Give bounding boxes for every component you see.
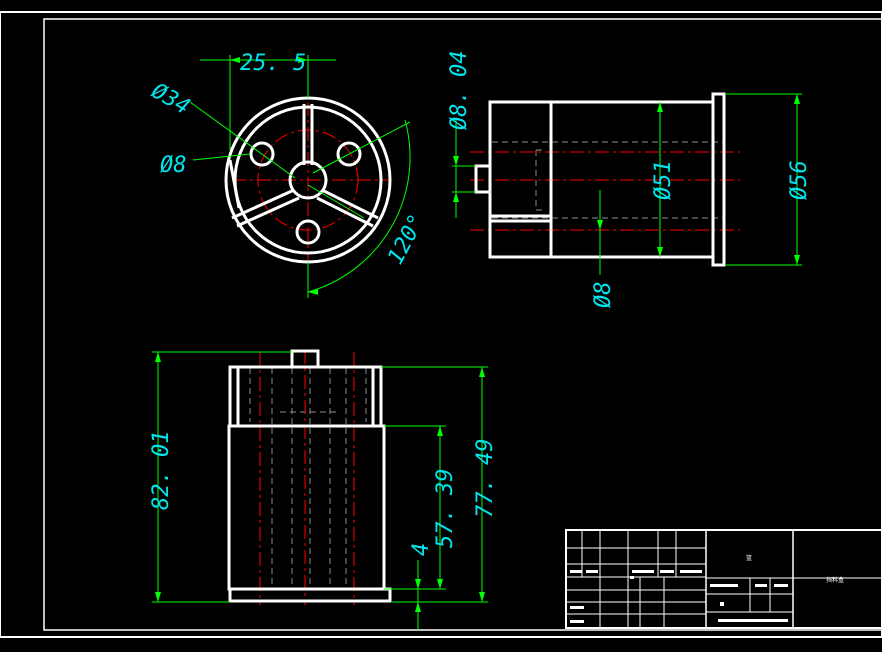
top-view-hole-diameter-dimension: Ø8 — [160, 153, 187, 178]
front-view: 82. 01 77. 49 57. 39 4 — [149, 349, 498, 630]
top-view: 25. 5 Ø34 Ø8 120° — [147, 51, 430, 298]
title-block: 篮 挡料盒 — [565, 529, 882, 629]
front-view-total-height-dimension: 82. 01 — [149, 431, 174, 510]
sheet-frame — [0, 11, 882, 638]
title-block-drawing-number: 挡料盒 — [826, 576, 844, 584]
front-view-base-thickness-dimension: 4 — [409, 543, 434, 556]
right-view-body-diameter-dimension: Ø51 — [651, 160, 676, 200]
right-view: Ø8. 04 Ø51 Ø56 Ø8 — [447, 51, 812, 308]
top-view-angle-dimension: 120° — [383, 210, 430, 269]
right-view-outline — [474, 92, 726, 267]
right-view-flange-diameter-dimension: Ø56 — [787, 160, 812, 200]
top-view-width-dimension: 25. 5 — [240, 51, 306, 76]
front-view-body-height-dimension: 77. 49 — [473, 439, 498, 518]
title-block-part-name: 篮 — [746, 554, 752, 562]
top-view-outer-diameter-dimension: Ø34 — [147, 79, 194, 121]
right-view-shaft-diameter-dimension: Ø8. 04 — [447, 51, 472, 130]
front-view-outline — [227, 349, 392, 603]
right-view-hole-diameter-dimension: Ø8 — [591, 282, 616, 309]
front-view-lower-height-dimension: 57. 39 — [433, 469, 458, 548]
